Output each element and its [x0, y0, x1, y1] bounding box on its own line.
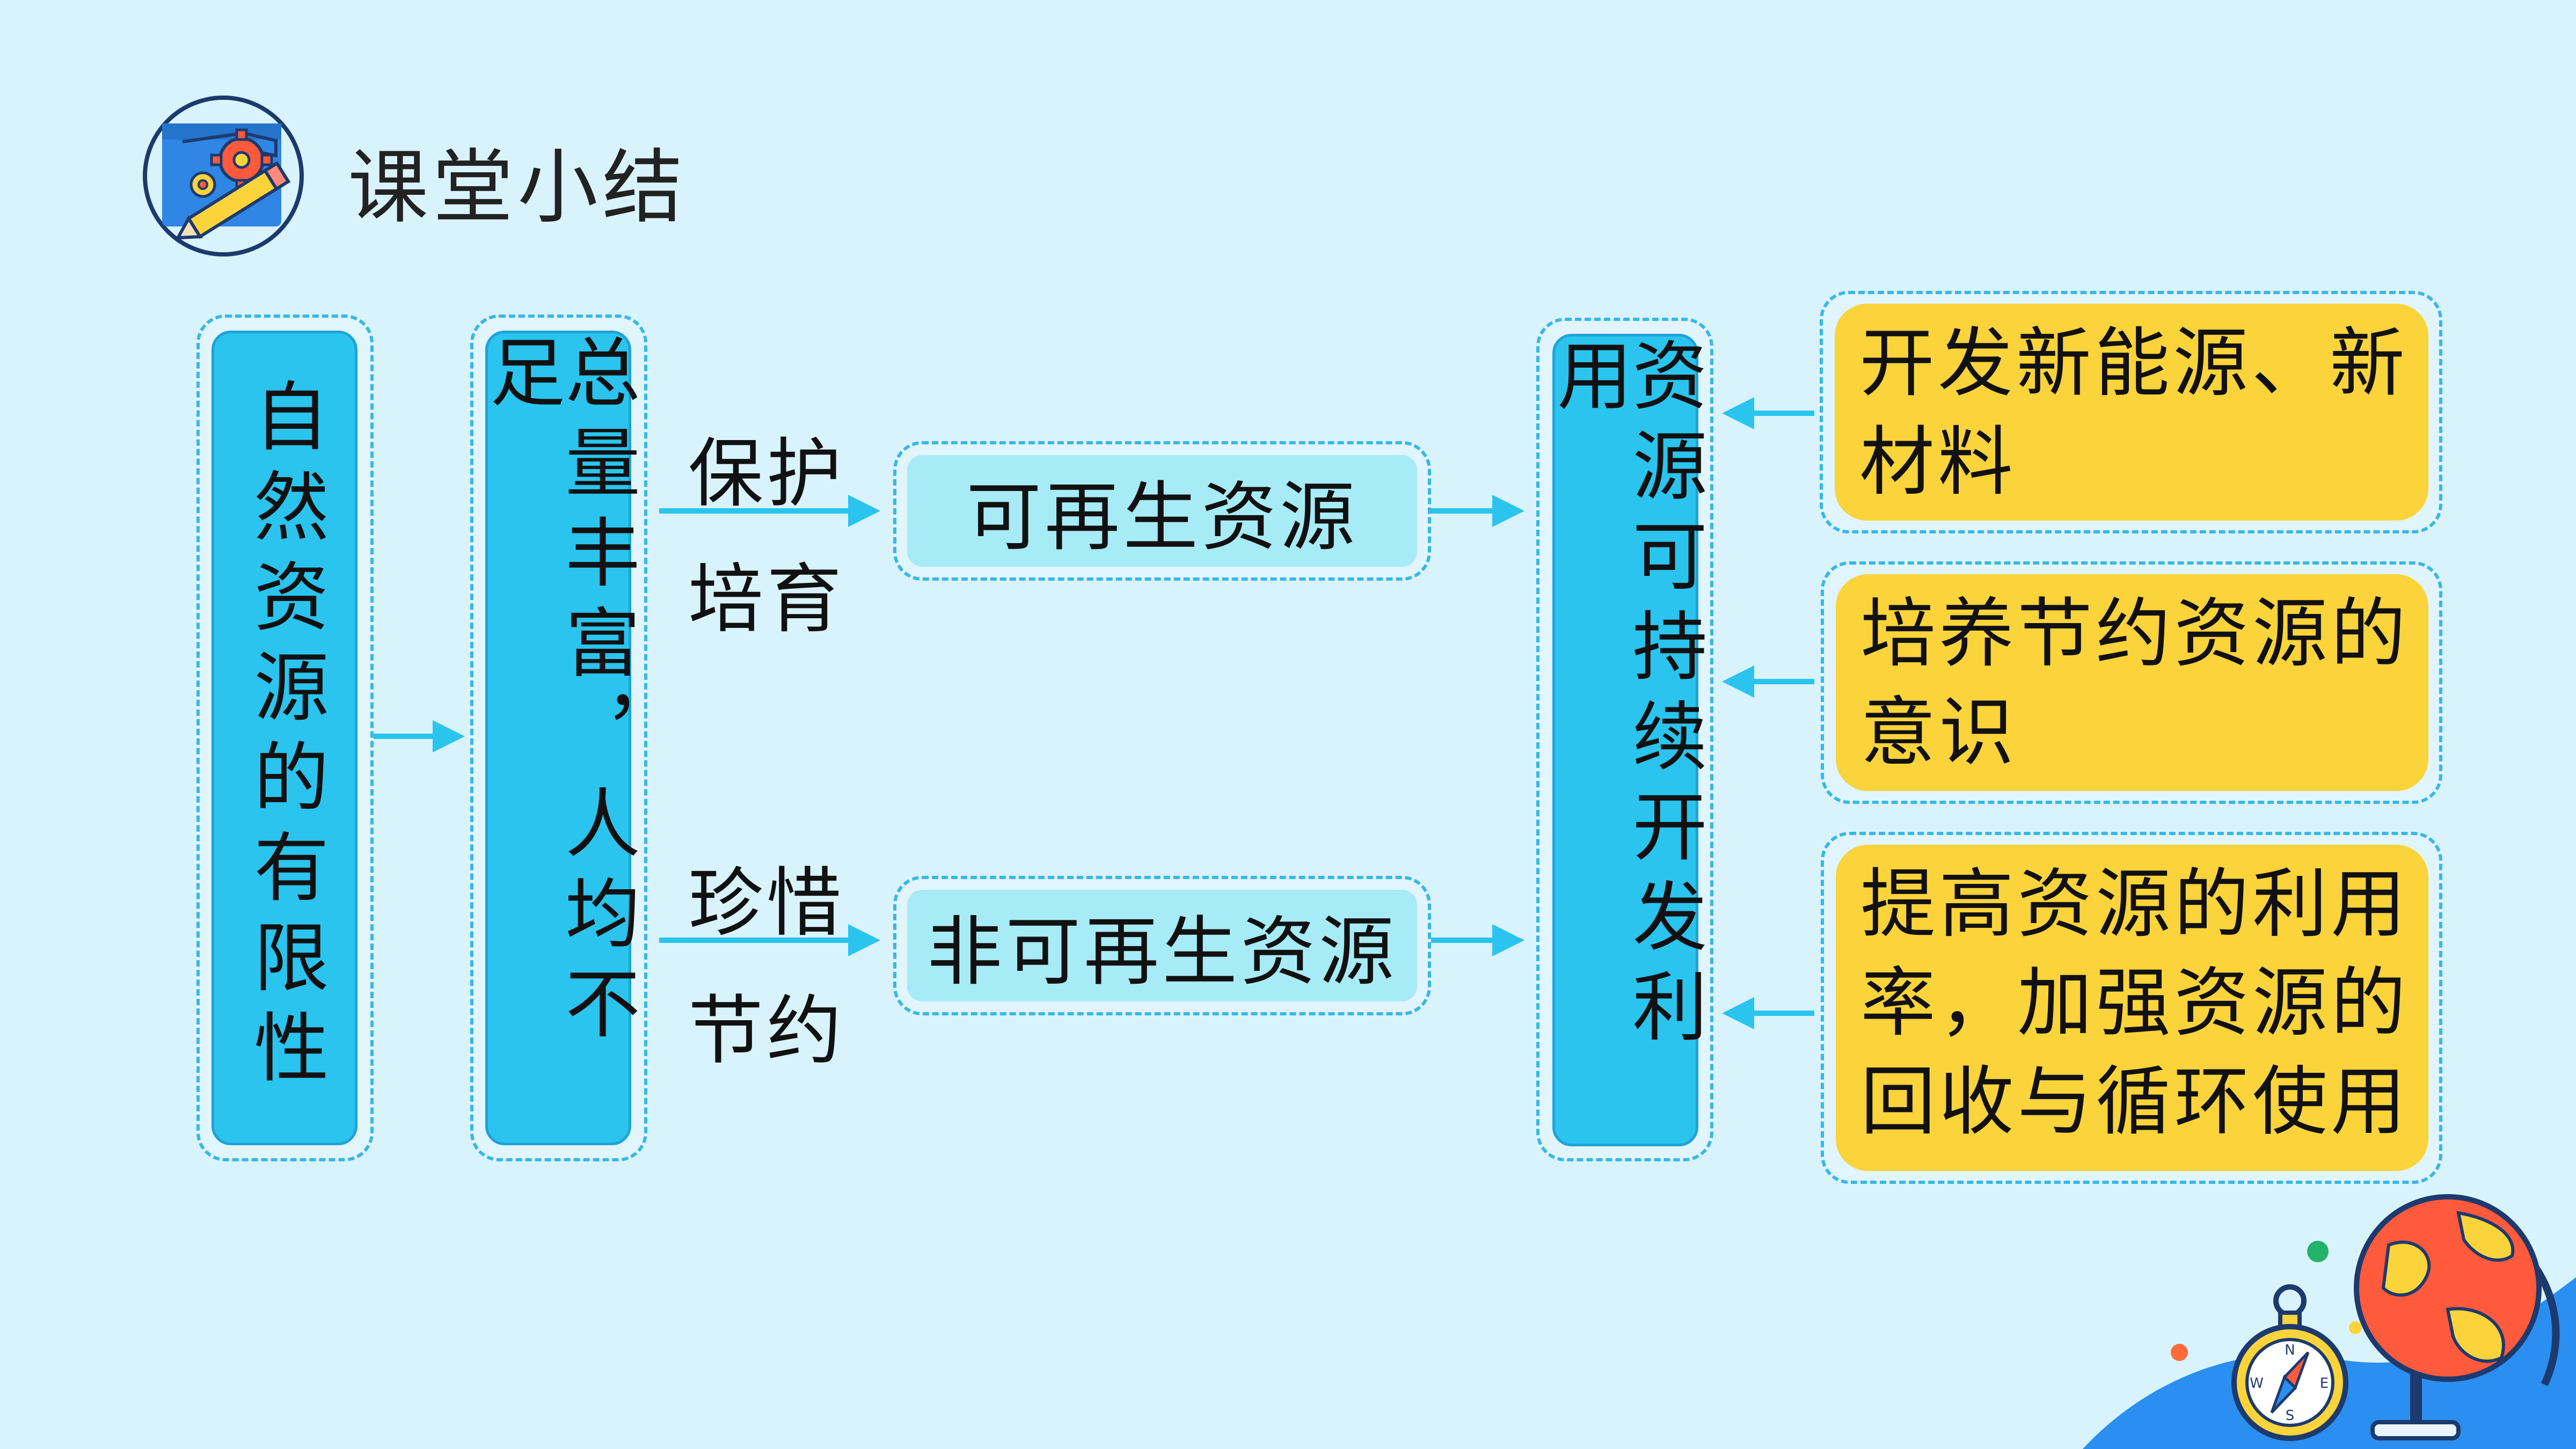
dot-decoration-orange — [2171, 1344, 2188, 1361]
nonrenewable-resources-box: 非可再生资源 — [907, 890, 1417, 1001]
protect-label: 保护 — [688, 430, 845, 518]
cultivate-label: 培育 — [688, 556, 845, 643]
compass-icon: N E S W — [2231, 1284, 2348, 1441]
compass-east-label: E — [2320, 1375, 2329, 1392]
cherish-label: 珍惜 — [688, 860, 845, 947]
save-label: 节约 — [688, 987, 845, 1075]
abundant-but-insufficient-text: 总量丰富，人均不足 — [477, 333, 640, 1055]
abundant-but-insufficient-box: 总量丰富，人均不足 — [477, 331, 640, 1145]
compass-south-label: S — [2286, 1408, 2295, 1424]
globe-icon — [2354, 1194, 2560, 1440]
limited-resources-text: 自然资源的有限性 — [241, 377, 329, 1099]
compass-north-label: N — [2285, 1342, 2295, 1358]
measure-new-energy: 开发新能源、新材料 — [1835, 304, 2428, 521]
measure-recycling: 提高资源的利用率，加强资源的回收与循环使用 — [1836, 845, 2428, 1171]
compass-west-label: W — [2250, 1375, 2264, 1392]
renewable-resources-box: 可再生资源 — [907, 455, 1417, 567]
dot-decoration-green — [2307, 1241, 2329, 1262]
sustainable-use-box: 资源可持续开发利用 — [1544, 334, 1707, 1146]
page-title: 课堂小结 — [348, 141, 688, 235]
gear-pencil-icon — [143, 96, 304, 257]
sustainable-use-text: 资源可持续开发利用 — [1544, 336, 1707, 1058]
limited-resources-box: 自然资源的有限性 — [211, 331, 357, 1145]
measure-saving-awareness: 培养节约资源的意识 — [1836, 574, 2428, 791]
dot-decoration-yellow — [2349, 1321, 2362, 1334]
